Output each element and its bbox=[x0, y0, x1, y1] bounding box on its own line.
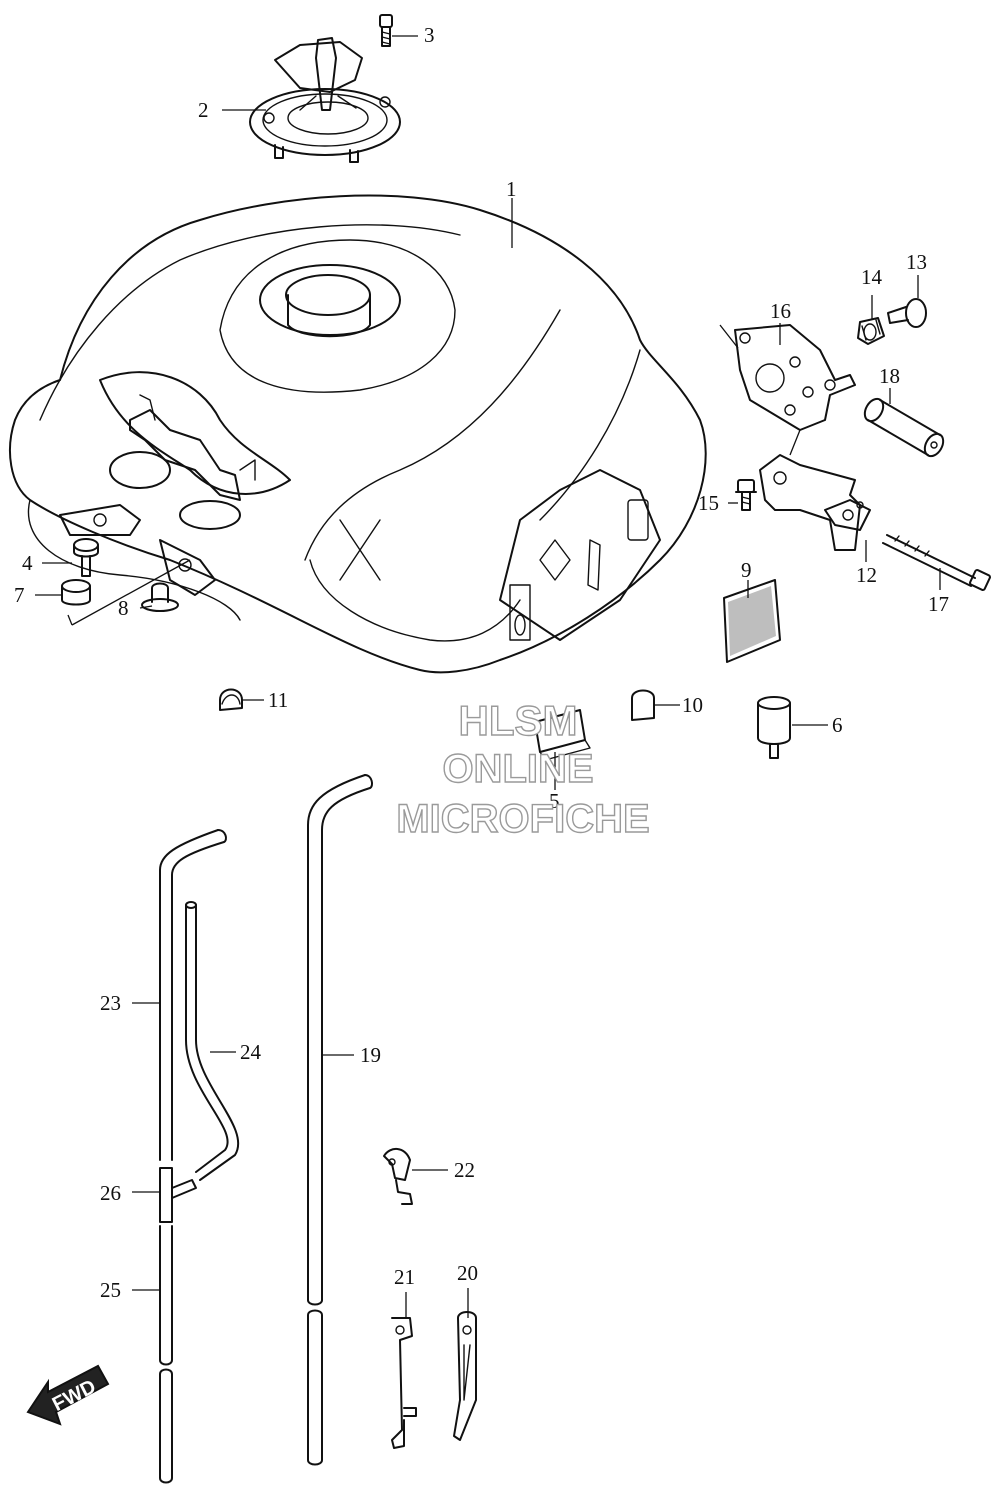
callout-25: 25 bbox=[100, 1278, 121, 1302]
tee-joint-26 bbox=[159, 1167, 197, 1223]
long-bolt bbox=[882, 534, 991, 591]
small-cushion-11 bbox=[219, 688, 243, 711]
leader-lines bbox=[35, 35, 941, 1318]
cap-screw bbox=[379, 14, 393, 47]
callout-20: 20 bbox=[457, 1261, 478, 1285]
hose-guide-21 bbox=[391, 1317, 417, 1449]
fuel-cap-assembly bbox=[249, 37, 401, 163]
callout-18: 18 bbox=[879, 364, 900, 388]
grommet-7 bbox=[61, 579, 91, 606]
forward-direction-icon: FWD bbox=[26, 1364, 110, 1426]
watermark-line-3: MICROFICHE bbox=[396, 797, 649, 841]
mounting-plate bbox=[719, 324, 856, 456]
callout-13: 13 bbox=[906, 250, 927, 274]
small-cushion-10 bbox=[631, 689, 655, 721]
small-bolt bbox=[735, 479, 757, 511]
callout-2: 2 bbox=[198, 98, 209, 122]
hose-clamp-20 bbox=[453, 1311, 477, 1441]
watermark-line-1: HLSM bbox=[459, 697, 578, 744]
hose-25 bbox=[159, 1225, 173, 1484]
spacer-tube bbox=[863, 397, 945, 458]
callout-21: 21 bbox=[394, 1265, 415, 1289]
hose-24 bbox=[185, 901, 240, 1181]
hose-23 bbox=[159, 829, 227, 1161]
callout-7: 7 bbox=[14, 583, 25, 607]
collar-8 bbox=[141, 582, 179, 612]
fuel-tank bbox=[9, 194, 707, 674]
callout-9: 9 bbox=[741, 558, 752, 582]
callout-22: 22 bbox=[454, 1158, 475, 1182]
callout-5: 5 bbox=[549, 789, 560, 813]
callout-3: 3 bbox=[424, 23, 435, 47]
callout-26: 26 bbox=[100, 1181, 121, 1205]
callout-14: 14 bbox=[861, 265, 883, 289]
damper-5 bbox=[534, 709, 591, 761]
callout-8: 8 bbox=[118, 596, 129, 620]
callout-labels: 1 2 3 4 5 6 7 8 9 10 11 12 13 14 15 16 1… bbox=[14, 23, 949, 1302]
callout-6: 6 bbox=[832, 713, 843, 737]
callout-17: 17 bbox=[928, 592, 949, 616]
callout-10: 10 bbox=[682, 693, 703, 717]
hose-19 bbox=[307, 774, 374, 1466]
watermark-line-2: ONLINE bbox=[442, 747, 593, 791]
tank-bracket bbox=[759, 454, 871, 551]
callout-1: 1 bbox=[506, 177, 517, 201]
callout-16: 16 bbox=[770, 299, 791, 323]
cushion bbox=[757, 696, 791, 759]
callout-15: 15 bbox=[698, 491, 719, 515]
callout-11: 11 bbox=[268, 688, 288, 712]
watermark: HLSM ONLINE MICROFICHE bbox=[396, 696, 651, 841]
callout-23: 23 bbox=[100, 991, 121, 1015]
bolt-and-grommet bbox=[857, 298, 927, 345]
reflector-pad bbox=[723, 579, 781, 663]
callout-19: 19 bbox=[360, 1043, 381, 1067]
hose-clamp-22 bbox=[383, 1148, 413, 1205]
bolt-4 bbox=[73, 538, 99, 577]
callout-24: 24 bbox=[240, 1040, 262, 1064]
callout-12: 12 bbox=[856, 563, 877, 587]
callout-4: 4 bbox=[22, 551, 33, 575]
